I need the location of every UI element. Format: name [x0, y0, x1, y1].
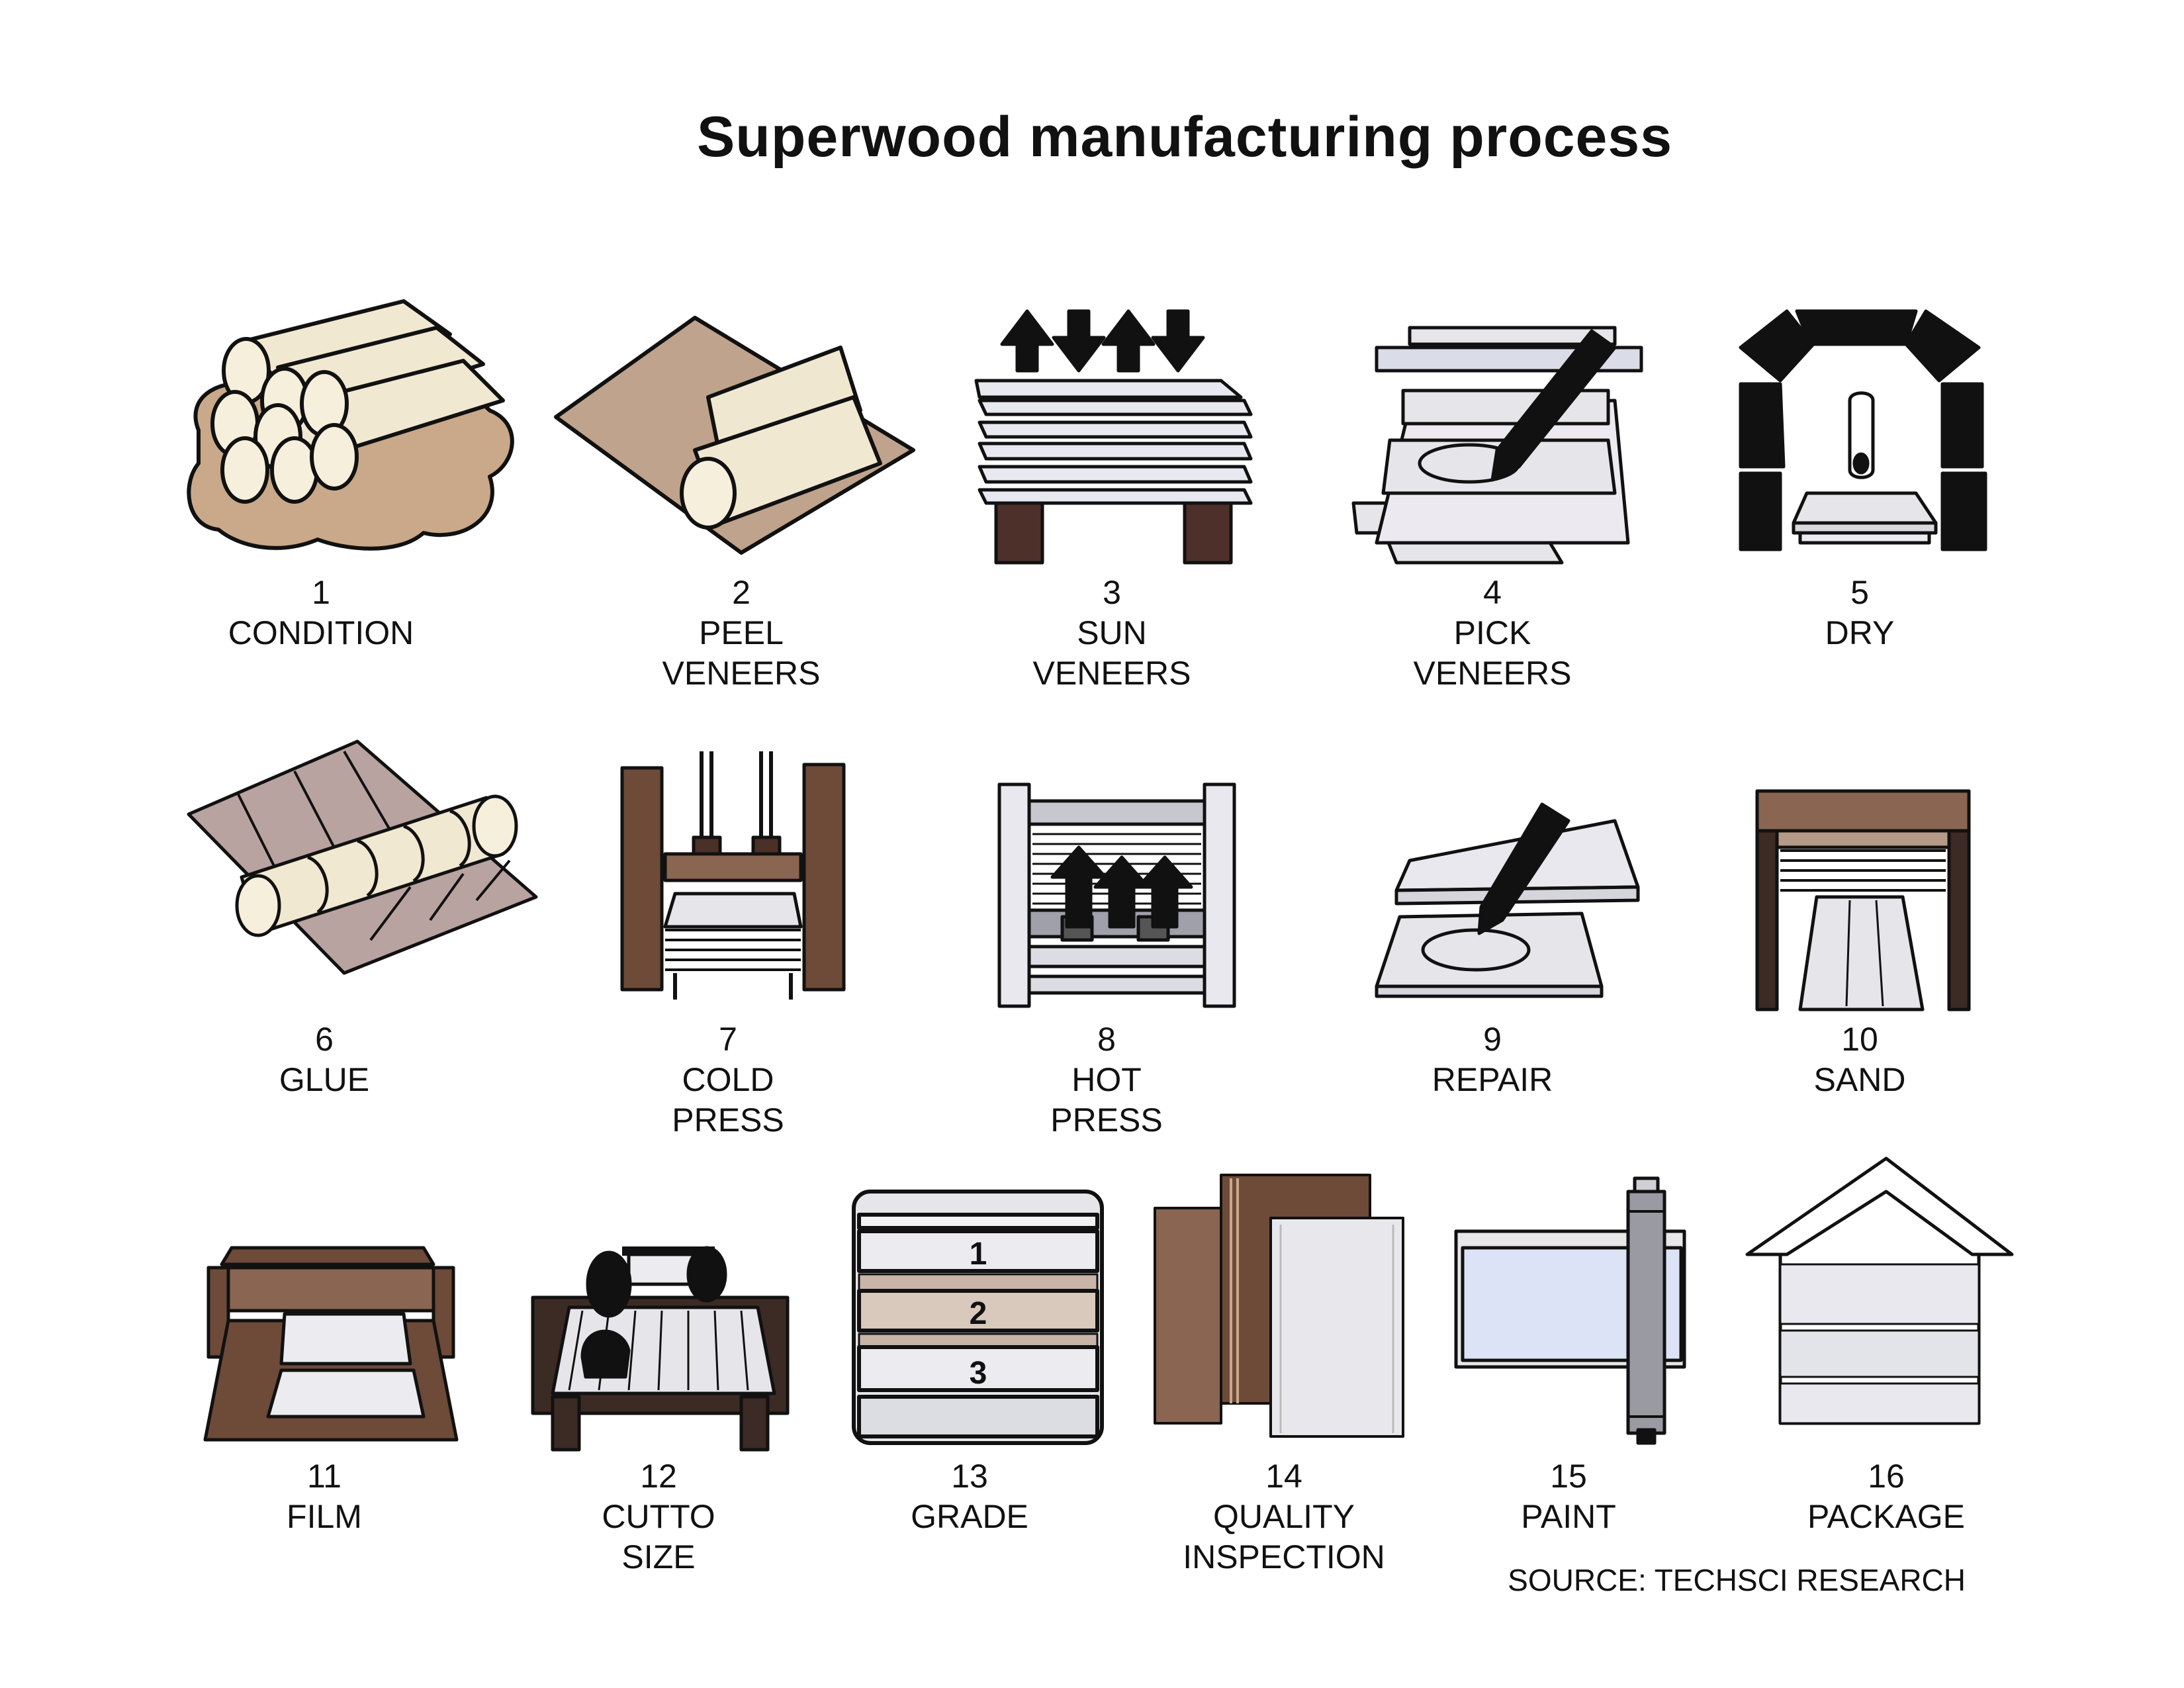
step-name: PICK — [1453, 614, 1531, 651]
graded-stack-icon: 1 2 3 — [852, 1190, 1104, 1445]
step-number: 14 — [1265, 1458, 1302, 1495]
step-8-label: 8 HOT PRESS — [921, 1019, 1292, 1141]
hot-press-icon — [997, 782, 1236, 1008]
step-number: 5 — [1850, 574, 1869, 611]
step-number: 10 — [1841, 1021, 1878, 1058]
step-5-label: 5 DRY — [1674, 573, 2045, 653]
step-name: PACKAGE — [1807, 1498, 1966, 1535]
paint-roller-icon — [1454, 1176, 1686, 1445]
step-name: PEEL — [699, 614, 784, 651]
step-3-label: 3 SUN VENEERS — [927, 573, 1297, 694]
step-13-label: 13 GRADE — [784, 1456, 1155, 1537]
step-number: 11 — [307, 1458, 341, 1495]
step-12-label: 12 CUTTO SIZE — [473, 1456, 844, 1577]
glue-roller-icon — [187, 739, 538, 975]
step-number: 9 — [1483, 1021, 1502, 1058]
step-name: FILM — [287, 1498, 362, 1535]
step-name: PRESS — [1050, 1102, 1163, 1139]
stacked-logs-icon — [187, 299, 514, 551]
veneer-stack-arrows-icon — [974, 309, 1253, 565]
repair-pencil-icon — [1375, 802, 1640, 998]
step-name: PRESS — [672, 1102, 784, 1139]
step-number: 6 — [315, 1021, 334, 1058]
package-house-icon — [1745, 1156, 2014, 1425]
source-credit: SOURCE: TECHSCI RESEARCH — [1508, 1563, 1966, 1597]
step-10-label: 10 SAND — [1674, 1019, 2045, 1100]
step-4-label: 4 PICK VENEERS — [1307, 573, 1678, 694]
step-name: INSPECTION — [1183, 1538, 1385, 1575]
pencil-sheets-icon — [1351, 326, 1643, 565]
step-number: 8 — [1097, 1021, 1116, 1058]
sanding-machine-icon — [1755, 789, 1971, 1011]
step-15-label: 15 PAINT — [1383, 1456, 1754, 1537]
step-name: PAINT — [1521, 1498, 1616, 1535]
step-name: HOT — [1071, 1061, 1142, 1098]
grade-mark-1: 1 — [970, 1237, 987, 1272]
step-name: QUALITY — [1213, 1498, 1355, 1535]
kiln-icon — [1737, 309, 1987, 551]
step-16-label: 16 PACKAGE — [1701, 1456, 2071, 1537]
step-11-label: 11 FILM — [139, 1456, 510, 1537]
saw-table-icon — [531, 1246, 790, 1452]
inspection-panels-icon — [1154, 1174, 1404, 1438]
step-7-label: 7 COLD PRESS — [543, 1019, 913, 1141]
step-name: GLUE — [279, 1061, 370, 1098]
step-name: VENEERS — [1413, 655, 1572, 692]
step-number: 2 — [732, 574, 751, 611]
step-number: 15 — [1550, 1458, 1587, 1495]
step-number: 1 — [312, 574, 330, 611]
grade-mark-2: 2 — [970, 1296, 987, 1331]
step-number: 3 — [1103, 574, 1121, 611]
step-number: 13 — [951, 1458, 988, 1495]
grade-mark-3: 3 — [970, 1356, 987, 1391]
step-number: 4 — [1483, 574, 1502, 611]
step-name: CUTTO — [602, 1498, 715, 1535]
step-2-label: 2 PEEL VENEERS — [556, 573, 927, 694]
step-name: SUN — [1077, 614, 1147, 651]
step-6-label: 6 GLUE — [139, 1019, 510, 1100]
step-14-label: 14 QUALITY INSPECTION — [1099, 1456, 1469, 1577]
step-1-label: 1 CONDITION — [136, 573, 506, 653]
step-name: REPAIR — [1432, 1061, 1553, 1098]
step-name: SAND — [1813, 1061, 1906, 1098]
diagram-title: Superwood manufacturing process — [696, 105, 1673, 169]
step-name: VENEERS — [662, 655, 821, 692]
step-9-label: 9 REPAIR — [1307, 1019, 1678, 1100]
step-name: GRADE — [911, 1498, 1028, 1535]
cold-press-icon — [620, 751, 846, 1000]
step-number: 12 — [640, 1458, 677, 1495]
step-name: COLD — [682, 1061, 774, 1098]
step-name: CONDITION — [228, 614, 414, 651]
step-number: 16 — [1868, 1458, 1905, 1495]
film-machine-icon — [203, 1246, 459, 1442]
step-number: 7 — [719, 1021, 737, 1058]
step-name: SIZE — [621, 1538, 696, 1575]
step-name: DRY — [1825, 614, 1895, 651]
step-name: VENEERS — [1032, 655, 1191, 692]
peeled-log-icon — [554, 316, 915, 555]
